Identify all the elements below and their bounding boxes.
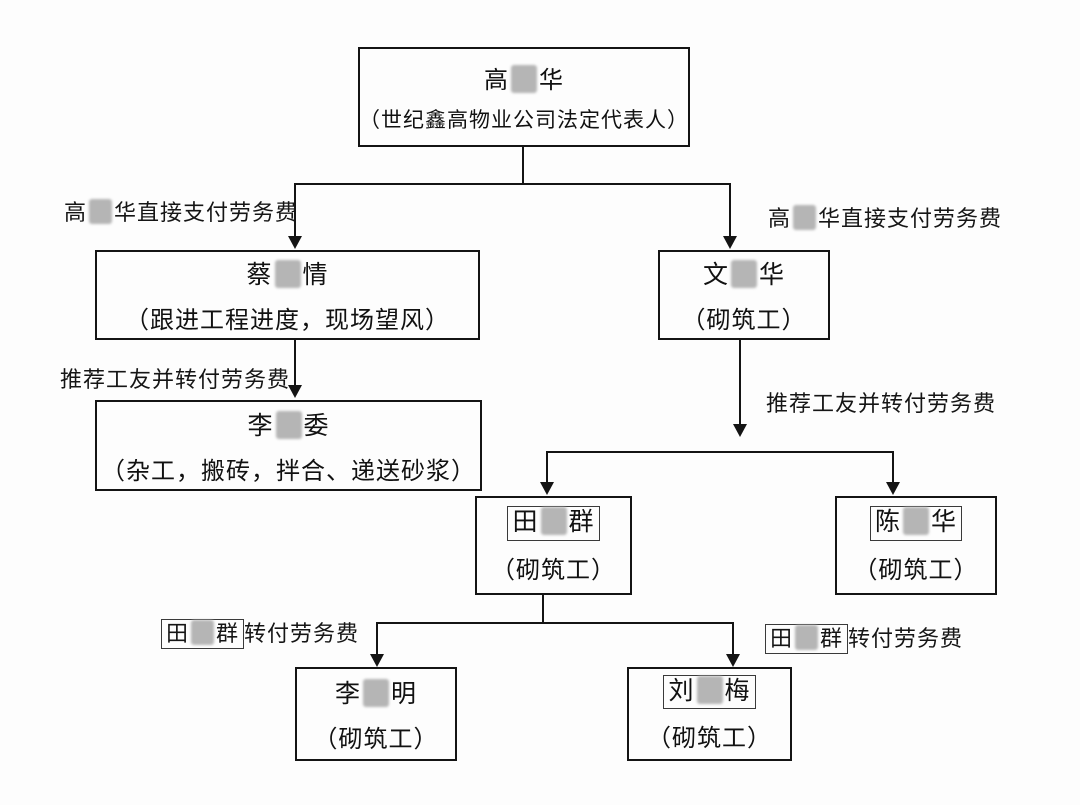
arrowhead-to-tian — [540, 482, 554, 495]
redaction-block — [793, 205, 817, 230]
person-name: 李委 — [247, 406, 329, 442]
name-part: 高 — [484, 68, 509, 94]
name-part: 刘 — [668, 677, 695, 705]
edge-label-direct-pay-right: 高 华直接支付劳务费 — [768, 201, 1002, 233]
connector-gao-down — [522, 147, 524, 185]
connector-wen-down — [739, 340, 741, 424]
node-liwei: 李委 （杂工，搬砖，拌合、递送砂浆） — [95, 400, 482, 491]
person-role: （砌筑工） — [681, 308, 807, 334]
connector-cai-to-liwei — [294, 340, 296, 385]
person-name: 刘梅 — [663, 674, 756, 710]
person-role: （世纪鑫高物业公司法定代表人） — [359, 108, 689, 132]
redaction-block — [511, 65, 537, 93]
connector-tian-down — [542, 594, 544, 624]
person-name: 李明 — [335, 674, 417, 710]
name-part: 李 — [334, 681, 361, 708]
arrowhead-to-cai — [288, 236, 302, 249]
name-part: 蔡 — [246, 262, 273, 289]
redaction-block — [795, 625, 819, 650]
redaction-block — [696, 675, 723, 704]
edge-label-transfer-left: 田群转付劳务费 — [161, 616, 360, 650]
label-part: 高 — [64, 200, 88, 225]
redaction-block — [363, 679, 389, 707]
name-part: 群 — [568, 509, 595, 537]
person-name: 田群 — [507, 506, 600, 541]
arrowhead-to-liu — [726, 654, 740, 667]
connector-to-liming — [376, 622, 378, 654]
node-cai: 蔡情 （跟进工程进度，现场望风） — [95, 250, 480, 340]
node-gao: 高华 （世纪鑫高物业公司法定代表人） — [358, 47, 690, 147]
arrowhead-to-liwei — [288, 385, 302, 398]
node-chen: 陈华 （砌筑工） — [835, 496, 997, 595]
edge-label-direct-pay-left: 高 华直接支付劳务费 — [64, 195, 298, 227]
name-part: 情 — [302, 262, 329, 289]
arrowhead-to-wen — [723, 236, 737, 249]
edge-label-transfer-right: 田群转付劳务费 — [765, 621, 964, 655]
redaction-block — [540, 507, 567, 536]
redaction-block — [275, 410, 302, 439]
person-role: （砌筑工） — [491, 557, 616, 584]
label-part: 华直接支付劳务费 — [114, 200, 299, 225]
person-name: 高华 — [484, 60, 564, 95]
redaction-block — [274, 260, 301, 288]
name-frame: 刘梅 — [663, 674, 756, 710]
name-part: 李 — [247, 412, 274, 440]
node-liming: 李明 （砌筑工） — [295, 667, 457, 761]
redaction-block — [89, 199, 113, 224]
person-role: （砌筑工） — [313, 727, 439, 753]
node-wen: 文华 （砌筑工） — [658, 250, 830, 340]
label-part: 群 — [820, 626, 844, 651]
connector-to-tian — [546, 451, 548, 482]
person-name: 陈华 — [869, 506, 963, 541]
label-part: 华直接支付劳务费 — [818, 206, 1003, 231]
arrowhead-to-liming — [370, 654, 384, 667]
person-role: （杂工，搬砖，拌合、递送砂浆） — [101, 458, 476, 485]
name-frame: 陈华 — [869, 506, 963, 541]
name-part: 陈 — [874, 509, 901, 537]
label-part: 田 — [166, 621, 190, 646]
connector-to-chen — [892, 451, 894, 482]
redaction-block — [731, 260, 757, 288]
node-tian: 田群 （砌筑工） — [475, 496, 632, 595]
edge-label-recommend-right: 推荐工友并转付劳务费 — [766, 391, 997, 416]
person-role: （砌筑工） — [647, 726, 772, 753]
name-part: 华 — [539, 68, 564, 94]
name-part: 梅 — [724, 677, 751, 705]
redaction-block — [903, 507, 929, 536]
connector-mid-split — [547, 451, 894, 453]
label-part: 田 — [770, 626, 794, 651]
name-part: 文 — [702, 262, 729, 289]
connector-to-wen — [729, 183, 731, 236]
name-frame: 田群 — [765, 624, 849, 655]
redaction-block — [191, 620, 215, 645]
name-part: 明 — [391, 681, 418, 708]
name-part: 委 — [303, 412, 330, 440]
node-liu: 刘梅 （砌筑工） — [627, 667, 792, 761]
person-role: （砌筑工） — [853, 557, 979, 584]
connector-bottom-split — [377, 622, 734, 624]
person-role: （跟进工程进度，现场望风） — [125, 308, 450, 334]
arrowhead-to-chen — [886, 482, 900, 495]
connector-top-split — [295, 183, 731, 185]
person-name: 蔡情 — [246, 255, 328, 291]
name-frame: 田群 — [161, 619, 245, 650]
person-name: 文华 — [703, 255, 785, 291]
label-part: 转付劳务费 — [848, 626, 964, 651]
name-part: 田 — [512, 509, 539, 537]
edge-label-recommend-left: 推荐工友并转付劳务费 — [60, 367, 291, 392]
arrowhead-wen-split — [733, 424, 747, 437]
label-part: 转付劳务费 — [244, 621, 360, 646]
name-part: 华 — [759, 262, 786, 289]
connector-to-cai — [294, 183, 296, 236]
name-part: 华 — [931, 509, 958, 537]
connector-to-liu — [732, 622, 734, 654]
label-part: 群 — [216, 621, 240, 646]
label-part: 高 — [768, 206, 792, 231]
name-frame: 田群 — [507, 506, 600, 541]
